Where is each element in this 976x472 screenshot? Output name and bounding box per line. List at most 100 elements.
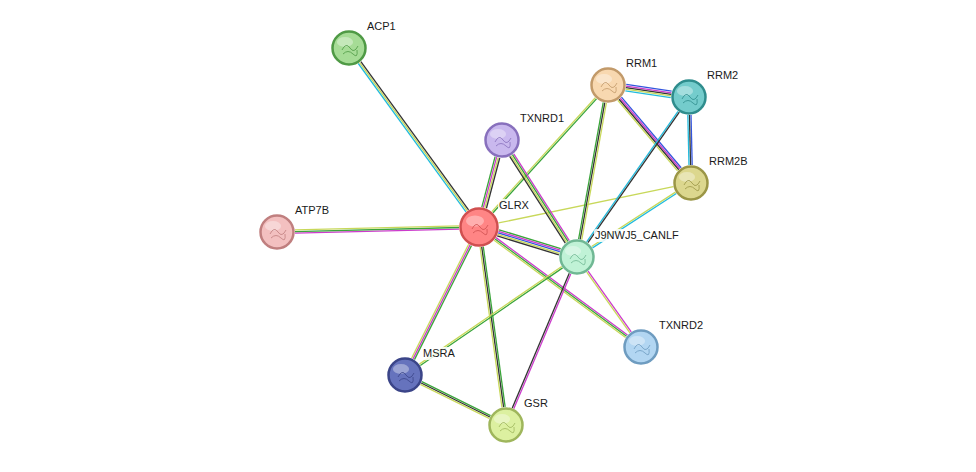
evidence-strand [689,115,690,165]
interaction-edge [480,247,505,408]
node-disc [675,167,708,200]
node-disc [561,241,594,274]
protein-node: ACP1 [331,30,367,66]
evidence-strand [626,88,671,95]
evidence-strand [419,267,561,365]
evidence-strand [514,274,571,409]
structure-glyph [601,82,617,92]
evidence-strand [588,271,631,332]
node-disc [625,331,658,364]
node-circle [559,239,595,275]
evidence-strand [514,154,570,241]
node-disc [261,216,294,249]
node-circle [259,214,295,250]
evidence-strand [588,112,679,243]
structure-glyph [495,137,511,147]
structure-glyph [342,45,358,55]
evidence-strand [412,244,469,358]
interaction-edge [412,244,472,359]
node-label: J9NWJ5_CANLF [594,229,680,242]
evidence-strand [360,63,468,211]
node-label: ATP7B [294,204,330,217]
evidence-strand [579,102,604,239]
node-disc [490,409,523,442]
structure-glyph [682,94,698,104]
evidence-strand [420,268,562,366]
protein-node: RRM2B [673,165,709,201]
evidence-strand [420,384,489,418]
evidence-strand [496,238,627,335]
node-circle [331,30,367,66]
node-label: RRM1 [625,57,658,70]
evidence-strand [691,115,692,165]
evidence-strand [625,91,670,98]
evidence-strand [626,89,671,96]
evidence-strand [587,272,630,333]
node-label: GSR [523,397,549,410]
node-disc [333,32,366,65]
interaction-edge [494,238,627,338]
interaction-edge [688,115,692,165]
evidence-strand [295,226,459,230]
structure-glyph [472,224,488,234]
evidence-strand [483,247,505,407]
node-disc [461,209,498,246]
evidence-strand [494,240,625,337]
protein-node: GSR [488,407,524,443]
evidence-strand [483,157,496,207]
structure-glyph [270,229,286,239]
structure-glyph [570,254,586,264]
protein-node: RRM1 [590,67,626,103]
interaction-edge [358,62,468,212]
node-label: MSRA [422,347,456,360]
evidence-strand [480,247,502,407]
node-disc [673,81,706,114]
node-label: ACP1 [366,20,397,33]
structure-glyph [634,344,650,354]
protein-node: TXNRD2 [623,329,659,365]
interaction-edge [512,273,570,408]
interaction-edge [497,230,561,255]
evidence-strand [482,247,504,407]
evidence-strand [619,99,679,170]
node-circle [488,407,524,443]
evidence-strand [688,115,689,165]
protein-node: J9NWJ5_CANLF [559,239,595,275]
protein-node: ATP7B [259,214,295,250]
interaction-edge [625,84,671,97]
evidence-strand [618,100,678,171]
evidence-strand [621,97,681,168]
protein-node: GLRX [459,207,499,247]
protein-node: RRM2 [671,79,707,115]
protein-node: TXNRD1 [484,122,520,158]
interaction-edge [419,267,562,366]
evidence-strand [414,246,471,360]
evidence-strand [422,382,491,416]
interaction-edge [295,226,459,233]
node-disc [486,124,519,157]
node-label: GLRX [498,199,530,212]
evidence-strand [580,103,605,240]
evidence-strand [358,64,466,212]
evidence-strand [498,233,560,252]
evidence-strand [620,98,680,169]
node-label: TXNRD1 [519,112,565,125]
interaction-edge [618,97,681,171]
node-circle [387,357,423,393]
node-circle [590,67,626,103]
interaction-edge [587,111,680,242]
protein-node: MSRA [387,357,423,393]
node-circle [671,79,707,115]
interaction-edge [587,271,631,333]
node-circle [623,329,659,365]
node-label: RRM2B [708,155,749,168]
evidence-strand [361,62,469,210]
structure-glyph [499,422,515,432]
evidence-strand [512,273,569,408]
evidence-strand [421,383,490,417]
node-disc [592,69,625,102]
evidence-strand [413,245,470,359]
evidence-strand [485,158,498,208]
node-label: RRM2 [706,69,739,82]
